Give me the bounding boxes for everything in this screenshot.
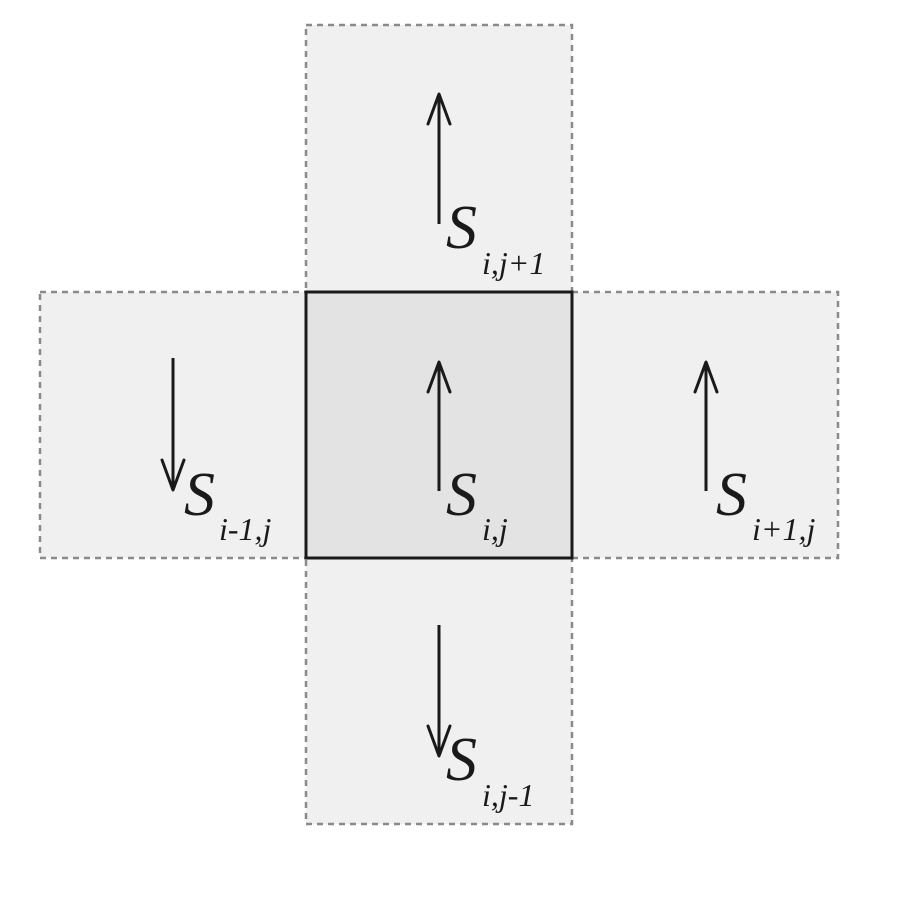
label-center: S i,j: [446, 461, 508, 547]
spin-subscript-left: i-1,j: [219, 511, 272, 547]
label-top: S i,j+1: [446, 194, 545, 281]
spin-symbol-top: S: [446, 194, 477, 262]
label-right: S i+1,j: [716, 461, 815, 547]
spin-arrow-right: [693, 360, 719, 491]
label-bottom: S i,j-1: [446, 726, 534, 813]
spin-symbol-right: S: [716, 461, 747, 529]
spin-symbol-center: S: [446, 461, 477, 529]
spin-arrow-top: [426, 92, 452, 224]
spin-subscript-top: i,j+1: [482, 245, 545, 281]
spin-subscript-right: i+1,j: [752, 511, 815, 547]
spin-subscript-center: i,j: [482, 511, 508, 547]
spin-arrow-center: [426, 360, 452, 491]
label-left: S i-1,j: [184, 461, 272, 547]
spin-subscript-bottom: i,j-1: [482, 777, 534, 813]
spin-symbol-bottom: S: [446, 726, 477, 794]
spin-arrow-bottom: [426, 625, 452, 758]
spin-arrow-left: [160, 358, 186, 492]
spin-symbol-left: S: [184, 461, 215, 529]
